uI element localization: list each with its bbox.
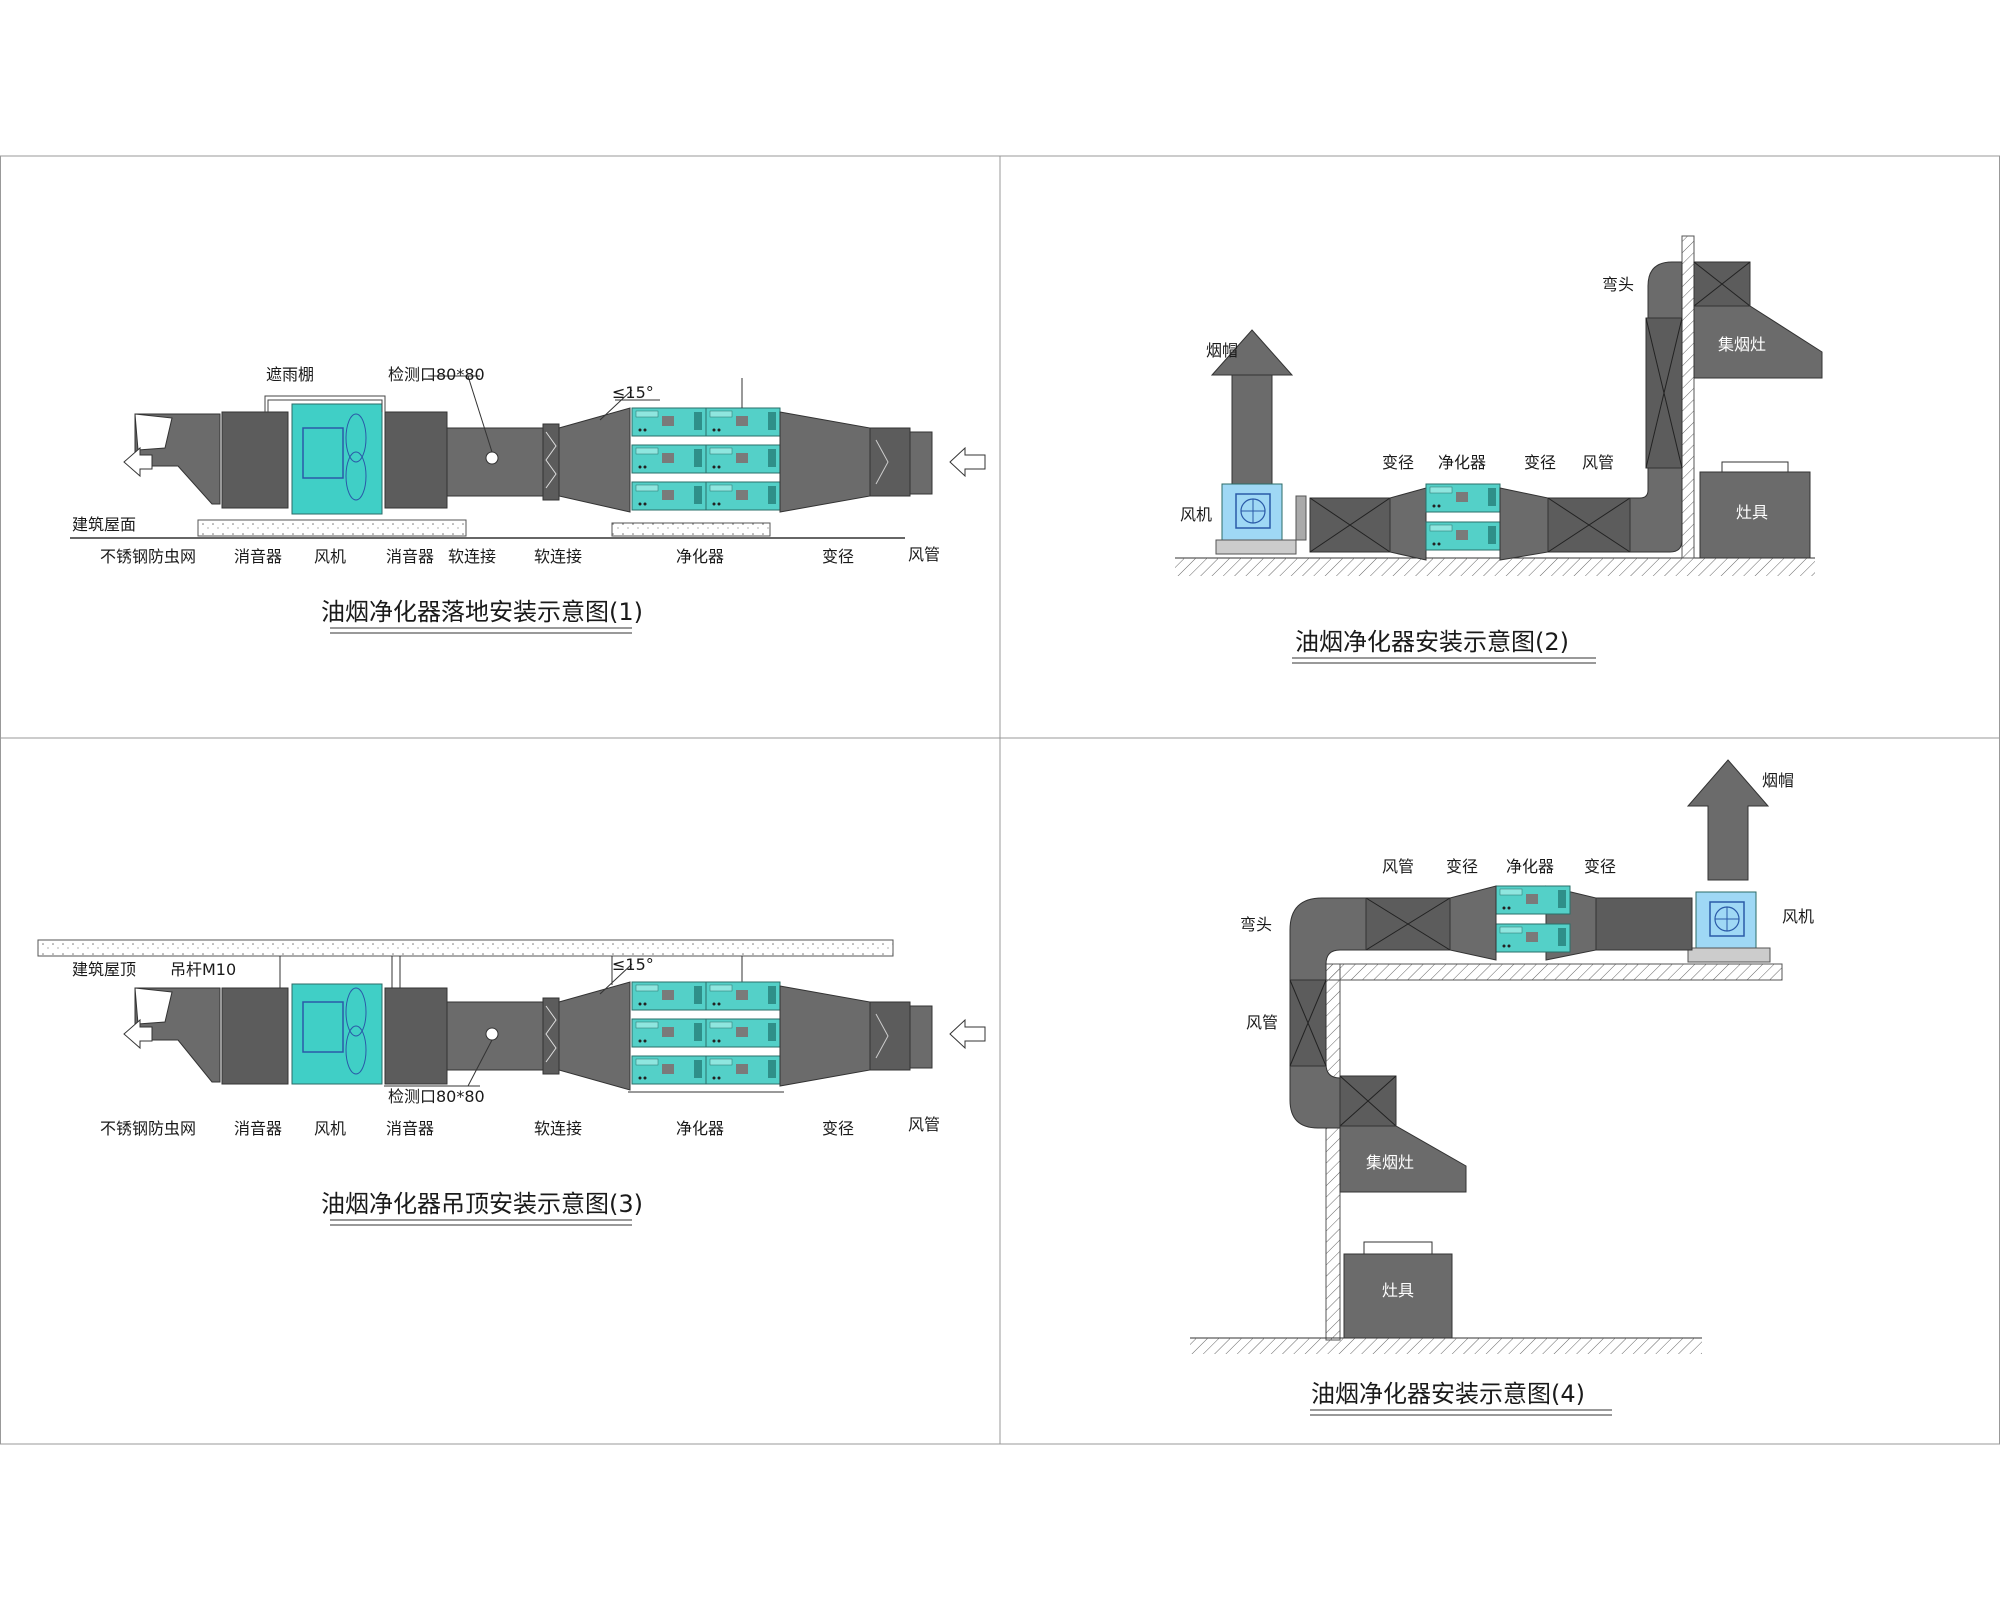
upper-floor (1325, 963, 1783, 981)
label-chimney-cap: 烟帽 (1762, 771, 1794, 790)
label-chimney-cap: 烟帽 (1206, 341, 1238, 360)
label-stove: 灶具 (1382, 1281, 1414, 1300)
fan-box (291, 403, 383, 515)
chimney-cap (1686, 759, 1770, 881)
label-ceiling: 建筑屋顶 (72, 960, 136, 979)
reducer-right (779, 985, 871, 1087)
label-purifier: 净化器 (1438, 453, 1486, 472)
label-purifier: 净化器 (676, 1119, 724, 1138)
label-duct-side: 风管 (1246, 1013, 1278, 1032)
label-reducer-right: 变径 (1584, 857, 1616, 876)
smoke-hood (1693, 305, 1823, 379)
label-elbow: 弯头 (1602, 275, 1634, 294)
diagram-4-install: 烟帽 风管 变径 净化器 变径 风机 弯头 风管 集烟灶 灶具 油烟净化器安装示… (1190, 759, 1814, 1416)
label-mesh: 不锈钢防虫网 (100, 1119, 196, 1138)
purifier-unit (1425, 483, 1501, 551)
label-hood: 集烟灶 (1718, 335, 1766, 354)
label-soft-conn-1: 软连接 (448, 547, 496, 566)
label-test-port: 检测口80*80 (388, 365, 485, 384)
label-soft-conn-2: 软连接 (534, 547, 582, 566)
wall (1325, 963, 1341, 1341)
outlet-arrow (123, 446, 153, 478)
diagram-3-ceiling-install: 建筑屋顶 吊杆M10 ≤15° 检测口80*80 不锈钢防虫网 消音器 风机 消… (37, 939, 986, 1226)
label-fan: 风机 (1180, 505, 1212, 524)
label-reducer-right: 变径 (1524, 453, 1556, 472)
label-reducer: 变径 (822, 1119, 854, 1138)
diagram-2-install: 烟帽 风机 变径 净化器 变径 风管 弯头 集烟灶 灶具 油烟净化器安装示意图(… (1175, 235, 1823, 664)
stove (1343, 1253, 1453, 1339)
stove (1699, 471, 1811, 559)
purifier-unit (628, 981, 784, 1093)
diagram-1-floor-install: 遮雨棚 检测口80*80 ≤15° 建筑屋面 不锈钢防虫网 消音器 风机 消音器… (70, 365, 986, 634)
silencer-left (221, 987, 289, 1085)
label-fan: 风机 (314, 1119, 346, 1138)
label-soft-conn: 软连接 (534, 1119, 582, 1138)
label-duct: 风管 (1582, 453, 1614, 472)
label-hood: 集烟灶 (1366, 1153, 1414, 1172)
silencer-left (221, 411, 289, 509)
label-rain-shelter: 遮雨棚 (266, 365, 314, 384)
title-diagram-4: 油烟净化器安装示意图(4) (1311, 1380, 1585, 1408)
smoke-hood (1339, 1125, 1467, 1193)
base-pad (197, 519, 467, 537)
silencer-right (384, 987, 448, 1085)
soft-connection (542, 423, 560, 501)
label-rod: 吊杆M10 (170, 960, 236, 979)
label-silencer-left: 消音器 (234, 1119, 282, 1138)
fan-box (291, 983, 383, 1085)
label-purifier: 净化器 (676, 547, 724, 566)
title-diagram-1: 油烟净化器落地安装示意图(1) (321, 598, 643, 626)
label-elbow: 弯头 (1240, 915, 1272, 934)
label-test-port: 检测口80*80 (388, 1087, 485, 1106)
inlet-arrow (949, 1018, 986, 1050)
label-silencer-left: 消音器 (234, 547, 282, 566)
silencer-right (384, 411, 448, 509)
label-reducer-left: 变径 (1446, 857, 1478, 876)
purifier-unit (631, 378, 781, 511)
label-fan: 风机 (314, 547, 346, 566)
label-purifier: 净化器 (1506, 857, 1554, 876)
label-duct: 风管 (908, 545, 940, 564)
label-fan: 风机 (1782, 907, 1814, 926)
title-diagram-3: 油烟净化器吊顶安装示意图(3) (321, 1190, 643, 1218)
ceiling-slab (37, 939, 894, 957)
wall (1681, 235, 1695, 559)
soft-connection (542, 997, 560, 1075)
label-duct: 风管 (908, 1115, 940, 1134)
label-mesh: 不锈钢防虫网 (100, 547, 196, 566)
outlet-arrow (123, 1018, 153, 1050)
label-reducer: 变径 (822, 547, 854, 566)
rain-shelter (264, 395, 386, 412)
label-duct-top: 风管 (1382, 857, 1414, 876)
label-roof: 建筑屋面 (72, 515, 136, 534)
label-silencer-right: 消音器 (386, 1119, 434, 1138)
duct-fan-side (1595, 897, 1693, 951)
label-angle: ≤15° (612, 383, 654, 402)
label-silencer-right: 消音器 (386, 547, 434, 566)
reducer-left (558, 407, 631, 513)
label-angle: ≤15° (612, 955, 654, 974)
title-diagram-2: 油烟净化器安装示意图(2) (1295, 628, 1569, 656)
label-reducer-left: 变径 (1382, 453, 1414, 472)
inlet-arrow (949, 446, 986, 478)
reducer-right (779, 411, 871, 513)
reducer-left (558, 981, 631, 1091)
label-stove: 灶具 (1736, 503, 1768, 522)
